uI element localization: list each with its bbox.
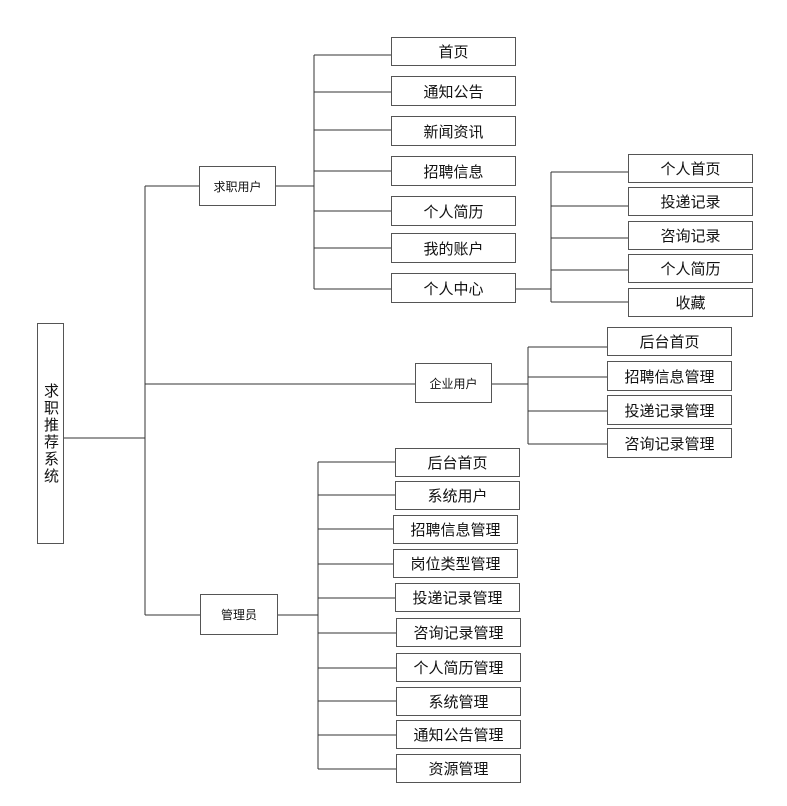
jobseeker-item: 个人简历	[391, 196, 516, 226]
center-item: 咨询记录	[628, 221, 753, 250]
root-node: 求职推荐系统	[37, 323, 64, 544]
enterprise-item: 招聘信息管理	[607, 361, 732, 391]
admin-item: 资源管理	[396, 754, 521, 783]
enterprise-item-label: 投递记录管理	[624, 401, 715, 420]
enterprise-item-label: 咨询记录管理	[624, 434, 715, 453]
admin-item: 招聘信息管理	[393, 515, 518, 544]
admin-item-label: 个人简历管理	[413, 659, 504, 677]
center-item: 个人简历	[628, 254, 753, 283]
enterprise-item: 后台首页	[607, 327, 732, 356]
group-enterprise-label: 企业用户	[429, 376, 478, 391]
jobseeker-item-center: 个人中心	[391, 273, 516, 303]
admin-item: 后台首页	[395, 448, 520, 477]
root-label: 求职推荐系统	[42, 382, 60, 485]
center-item-label: 个人首页	[660, 160, 721, 178]
group-admin-label: 管理员	[220, 608, 257, 622]
center-item: 个人首页	[628, 154, 753, 183]
center-item-label: 收藏	[675, 294, 706, 312]
center-item: 投递记录	[628, 187, 753, 216]
enterprise-item: 咨询记录管理	[607, 428, 732, 458]
center-item: 收藏	[628, 288, 753, 317]
admin-item: 系统用户	[395, 481, 520, 510]
admin-item: 岗位类型管理	[393, 549, 518, 578]
admin-item-label: 系统用户	[427, 487, 488, 505]
group-jobseeker-label: 求职用户	[213, 179, 262, 194]
jobseeker-item: 我的账户	[391, 233, 516, 263]
admin-item-label: 后台首页	[427, 454, 488, 472]
center-item-label: 投递记录	[660, 193, 721, 211]
jobseeker-item-label: 通知公告	[423, 82, 484, 101]
enterprise-item-label: 招聘信息管理	[624, 367, 715, 386]
admin-item: 投递记录管理	[395, 583, 520, 612]
jobseeker-item: 首页	[391, 37, 516, 66]
jobseeker-item: 新闻资讯	[391, 116, 516, 146]
center-item-label: 个人简历	[660, 260, 721, 278]
group-jobseeker: 求职用户	[199, 166, 276, 206]
group-enterprise: 企业用户	[415, 363, 492, 403]
jobseeker-item-label: 我的账户	[423, 239, 484, 258]
jobseeker-item: 通知公告	[391, 76, 516, 106]
admin-item-label: 通知公告管理	[413, 726, 504, 744]
center-item-label: 咨询记录	[660, 227, 721, 245]
admin-item-label: 岗位类型管理	[410, 555, 501, 573]
enterprise-item-label: 后台首页	[639, 333, 700, 351]
jobseeker-item: 招聘信息	[391, 156, 516, 186]
admin-item: 个人简历管理	[396, 653, 521, 682]
admin-item: 系统管理	[396, 687, 521, 716]
admin-item-label: 招聘信息管理	[410, 521, 501, 539]
admin-item-label: 咨询记录管理	[413, 624, 504, 642]
jobseeker-item-label: 个人中心	[423, 279, 484, 298]
admin-item-label: 投递记录管理	[412, 589, 503, 607]
jobseeker-item-label: 招聘信息	[423, 162, 484, 181]
admin-item: 咨询记录管理	[396, 618, 521, 647]
jobseeker-item-label: 新闻资讯	[423, 122, 484, 141]
jobseeker-item-label: 首页	[438, 43, 469, 61]
jobseeker-item-label: 个人简历	[423, 202, 484, 221]
admin-item: 通知公告管理	[396, 720, 521, 749]
admin-item-label: 系统管理	[428, 693, 489, 711]
admin-item-label: 资源管理	[428, 760, 489, 778]
enterprise-item: 投递记录管理	[607, 395, 732, 425]
group-admin: 管理员	[200, 594, 278, 635]
